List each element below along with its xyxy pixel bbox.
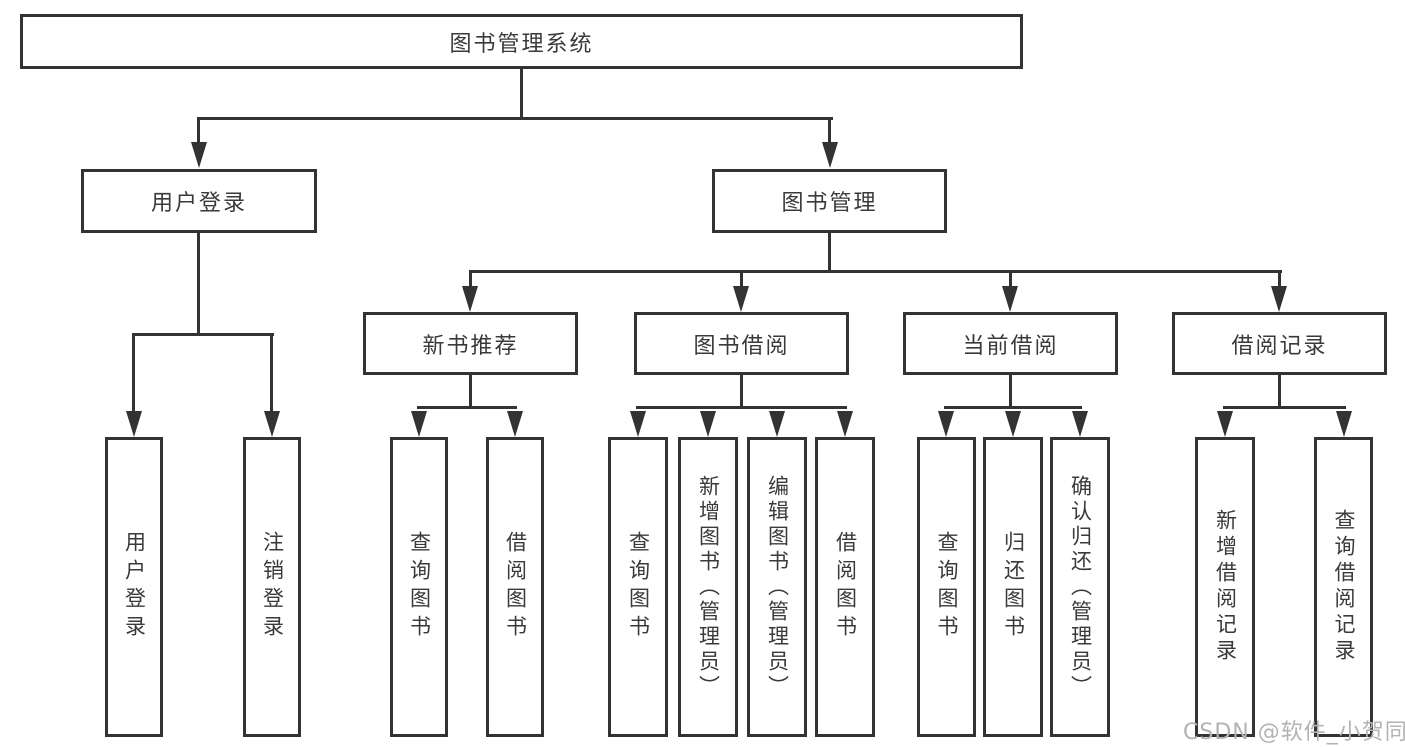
node-user-login-label: 用户登录 [150,191,247,216]
connector-current-borrow-bus [944,406,1082,409]
arrowhead-leaf-edit-book-admin [769,411,785,437]
node-borrow-records: 借阅记录 [1172,312,1387,375]
arrowhead-leaf-add-borrow-record [1217,411,1233,437]
node-book-management: 图书管理 [712,169,947,233]
arrowhead-book-borrow [733,286,749,312]
watermark: CSDN @软件_小贺同学 [1183,720,1405,745]
connector-to-current-borrow [1009,270,1012,288]
leaf-query-books-1-label: 查询图书 [407,531,432,643]
leaf-add-book-admin: 新增图书（管理员） [678,437,738,737]
arrowhead-borrow-records [1271,286,1287,312]
leaf-query-borrow-record-label: 查询借阅记录 [1332,509,1356,665]
node-current-borrow: 当前借阅 [903,312,1118,375]
connector-to-leaf-logout [270,333,273,412]
connector-current-borrow-stem [1009,375,1012,408]
leaf-confirm-return-admin: 确认归还（管理员） [1050,437,1110,737]
connector-book-borrow-stem [740,375,743,408]
leaf-query-books-3-label: 查询图书 [935,531,959,643]
leaf-borrow-book-1: 借阅图书 [486,437,544,737]
leaf-query-books-3: 查询图书 [917,437,976,737]
node-library-system: 图书管理系统 [20,14,1023,69]
leaf-logout: 注销登录 [243,437,301,737]
leaf-borrow-book-2-label: 借阅图书 [833,531,858,643]
connector-book-borrow-bus [636,406,847,409]
connector-root-stem [520,69,523,118]
leaf-borrow-book-2: 借阅图书 [815,437,875,737]
arrowhead-book-management [822,142,838,168]
leaf-logout-label: 注销登录 [260,531,285,643]
arrowhead-leaf-query-books-1 [411,411,427,437]
arrowhead-leaf-query-borrow-record [1336,411,1352,437]
node-borrow-records-label: 借阅记录 [1231,333,1328,359]
connector-new-book-recommend-stem [469,375,472,408]
node-current-borrow-label: 当前借阅 [962,333,1059,359]
connector-to-borrow-records [1278,270,1281,288]
leaf-query-books-2-label: 查询图书 [626,531,651,643]
leaf-query-books-2: 查询图书 [608,437,668,737]
leaf-add-book-admin-label: 新增图书（管理员） [696,474,721,700]
arrowhead-leaf-user-login [126,411,142,437]
connector-level1-bus [197,117,833,120]
node-library-system-label: 图书管理系统 [449,31,594,57]
leaf-query-books-1: 查询图书 [390,437,448,737]
leaf-add-borrow-record-label: 新增借阅记录 [1213,509,1238,665]
arrowhead-current-borrow [1002,286,1018,312]
leaf-borrow-book-1-label: 借阅图书 [503,531,528,643]
connector-to-book-borrow [740,270,743,288]
arrowhead-user-login [191,142,207,168]
leaf-return-book-label: 归还图书 [1001,531,1026,643]
arrowhead-leaf-logout [264,411,280,437]
connector-new-book-recommend-bus [417,406,517,409]
connector-to-user-login [197,117,200,145]
connector-to-book-management [828,117,831,145]
leaf-edit-book-admin-label: 编辑图书（管理员） [765,474,790,700]
arrowhead-leaf-query-books-3 [938,411,954,437]
arrowhead-leaf-confirm-return [1072,411,1088,437]
connector-borrow-records-stem [1278,375,1281,408]
node-new-book-recommend: 新书推荐 [363,312,578,375]
leaf-edit-book-admin: 编辑图书（管理员） [747,437,807,737]
arrowhead-leaf-return-book [1005,411,1021,437]
node-user-login: 用户登录 [81,169,317,233]
leaf-return-book: 归还图书 [983,437,1043,737]
arrowhead-leaf-query-books-2 [630,411,646,437]
connector-user-login-stem [197,233,200,335]
leaf-add-borrow-record: 新增借阅记录 [1195,437,1255,737]
node-new-book-recommend-label: 新书推荐 [422,333,519,359]
arrowhead-leaf-add-book-admin [700,411,716,437]
node-book-management-label: 图书管理 [781,191,878,216]
arrowhead-new-book-recommend [462,286,478,312]
leaf-user-login-label: 用户登录 [122,531,147,643]
connector-user-login-bus [132,333,274,336]
connector-book-management-stem [828,233,831,272]
connector-level2-bus [469,270,1282,273]
arrowhead-leaf-borrow-book-1 [507,411,523,437]
node-book-borrow: 图书借阅 [634,312,849,375]
leaf-confirm-return-admin-label: 确认归还（管理员） [1068,474,1093,700]
node-book-borrow-label: 图书借阅 [693,333,790,359]
connector-to-new-book-recommend [469,270,472,288]
arrowhead-leaf-borrow-book-2 [837,411,853,437]
leaf-user-login: 用户登录 [105,437,163,737]
leaf-query-borrow-record: 查询借阅记录 [1314,437,1373,737]
connector-to-leaf-user-login [132,333,135,412]
connector-borrow-records-bus [1223,406,1346,409]
